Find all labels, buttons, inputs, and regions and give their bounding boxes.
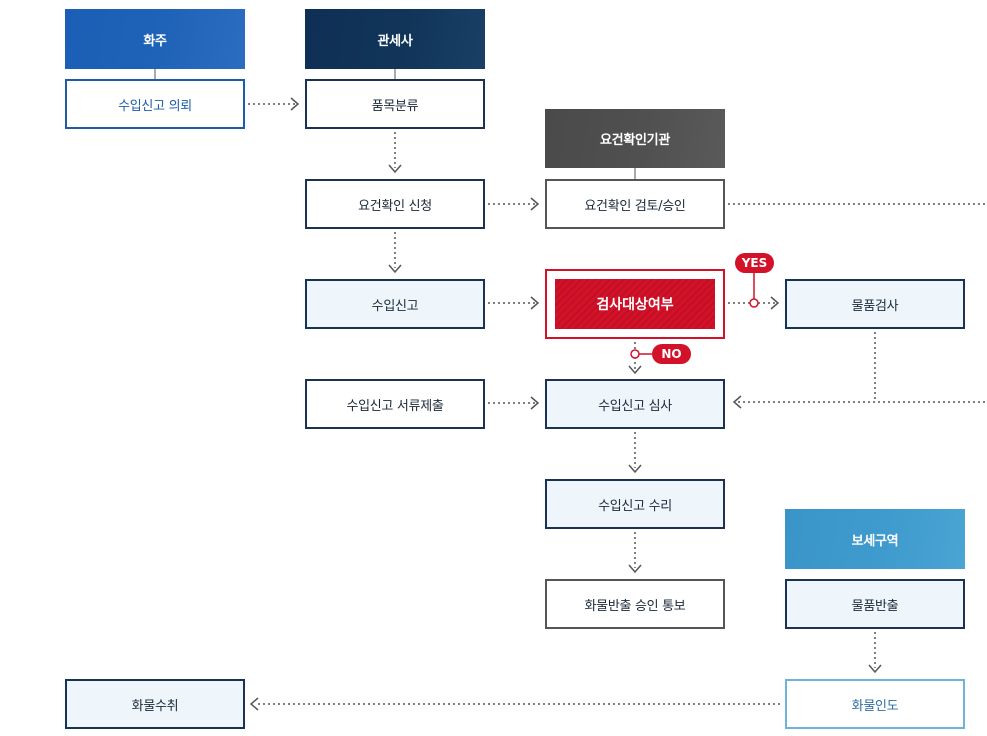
yes-marker: [749, 298, 759, 308]
step-import-request: 수입신고 의뢰: [65, 79, 245, 129]
lane-header-bonded-area: 보세구역: [785, 509, 965, 569]
lane-header-agency: 요건확인기관: [545, 109, 725, 168]
branch-yes-badge: YES: [735, 253, 774, 273]
arrowhead: [770, 296, 780, 310]
arrowhead: [530, 396, 540, 410]
step-declaration-review: 수입신고 심사: [545, 379, 725, 429]
step-requirement-apply: 요건확인 신청: [305, 179, 485, 229]
arrowhead: [868, 664, 882, 674]
step-cargo-receipt: 화물수취: [65, 679, 245, 729]
lane-header-broker: 관세사: [305, 9, 485, 69]
arrowhead: [249, 697, 259, 711]
step-requirement-review: 요건확인 검토/승인: [545, 179, 725, 229]
arrowhead: [388, 164, 402, 174]
lane-header-shipper: 화주: [65, 9, 245, 69]
decision-inspection-check: 검사대상여부: [545, 269, 725, 339]
arrowhead: [290, 97, 300, 111]
decision-inspection-label: 검사대상여부: [555, 279, 715, 329]
arrowhead: [732, 395, 742, 409]
step-goods-inspection: 물품검사: [785, 279, 965, 329]
step-document-submit: 수입신고 서류제출: [305, 379, 485, 429]
arrowhead: [388, 264, 402, 274]
step-cargo-delivery: 화물인도: [785, 679, 965, 729]
step-import-declaration: 수입신고: [305, 279, 485, 329]
arrowhead: [628, 365, 642, 375]
arrowhead: [530, 197, 540, 211]
no-marker: [630, 349, 640, 359]
step-classification: 품목분류: [305, 79, 485, 129]
step-declaration-accept: 수입신고 수리: [545, 479, 725, 529]
arrowhead: [530, 296, 540, 310]
arrowhead: [628, 464, 642, 474]
step-release-notice: 화물반출 승인 통보: [545, 579, 725, 629]
branch-no-badge: NO: [652, 344, 691, 364]
arrowhead: [628, 564, 642, 574]
step-goods-release: 물품반출: [785, 579, 965, 629]
